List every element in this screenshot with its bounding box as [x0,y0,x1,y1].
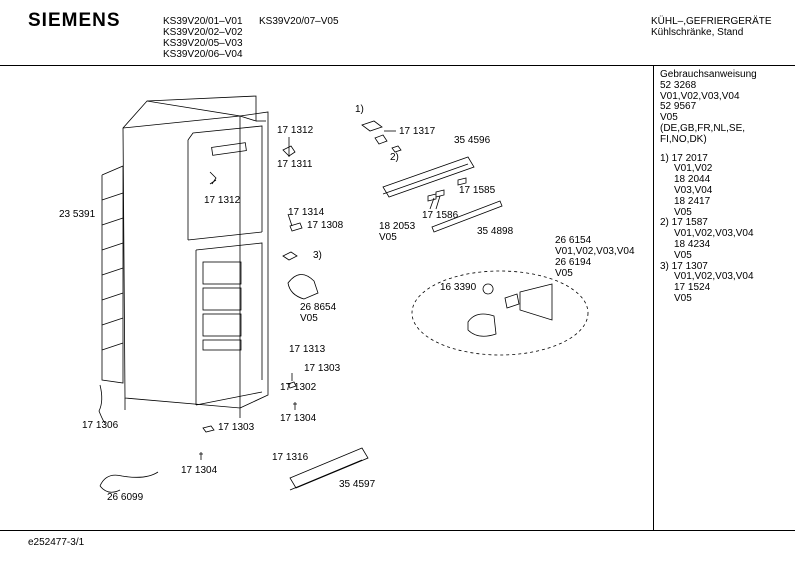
lamp-cover-detail-drawing [467,313,497,337]
part-label: 17 1302 [280,382,317,393]
model-extra: KS39V20/07–V05 [259,16,339,27]
doc-subtitle: Kühlschränke, Stand [651,27,744,38]
part-label: 26 6099 [107,492,144,503]
part-label: 17 1311 [277,159,313,170]
part-label: 18 2053 [379,221,416,232]
part-label: 17 1303 [304,363,341,374]
note-line: 2) 17 1587 [660,217,708,229]
cabinet-drawing [122,95,269,418]
screw-drawing [293,402,297,410]
part-label: 17 1585 [459,185,496,196]
foot-lower-drawing [202,425,215,433]
drain-tube-drawing [98,384,106,424]
part-label: 17 1316 [272,452,309,463]
part-label: 17 1304 [280,413,317,424]
note-line: V05 [674,249,692,261]
note-line: Gebrauchsanweisung [660,69,757,80]
note-line: 18 4234 [674,238,711,250]
lamp-cover-drawing [287,274,319,300]
variant-label: V05 [379,232,397,243]
note-line: V01,V02 [674,163,713,175]
foot-drawing [287,381,297,389]
note-line: 52 3268 [660,79,697,91]
note-line: V03,V04 [674,184,713,196]
part-label: 35 4898 [477,226,514,237]
note-line: (DE,GB,FR,NL,SE, [660,122,746,134]
note-line: 1) 17 2017 [660,152,708,164]
note-line: 3) 17 1307 [660,260,708,272]
note-line: V01,V02,V03,V04 [674,271,754,283]
part-label: 17 1586 [422,210,459,221]
knob-drawing [391,145,402,153]
note-line: FI,NO,DK) [660,133,707,145]
note-line: V05 [660,112,678,124]
document-id: e252477-3/1 [28,537,85,548]
model-4: KS39V20/06–V04 [163,49,243,60]
footer-rule [0,530,795,531]
brand-logo: SIEMENS [28,10,121,31]
note-line: V01,V02,V03,V04 [660,90,740,102]
control-panel-drawing [382,156,475,198]
part-label: 26 6194 [555,257,592,268]
notes-panel: Gebrauchsanweisung 52 3268 V01,V02,V03,V… [660,69,757,305]
lamp-detail-ellipse [411,270,589,356]
part-label: 17 1313 [289,344,326,355]
part-label: 17 1312 [204,195,241,206]
note-line: 17 1524 [674,282,711,294]
part-marker: 3) [313,250,322,261]
part-label: 16 3390 [440,282,477,293]
part-label: 23 5391 [59,209,96,220]
model-list: KS39V20/01–V01 KS39V20/02–V02 KS39V20/05… [163,16,243,60]
part-label: 17 1303 [218,422,255,433]
header-rule [0,65,795,66]
variant-label: V05 [300,313,318,324]
hinge-drawing [209,171,217,185]
part-label: 26 6154 [555,235,592,246]
part-label: 35 4596 [454,135,491,146]
bracket-drawing [289,222,303,232]
thermostat-drawing [361,120,388,145]
part-label: 17 1312 [277,125,314,136]
part-label: 17 1317 [399,126,436,137]
note-line: V01,V02,V03,V04 [674,228,754,240]
variant-label: V01,V02,V03,V04 [555,246,635,257]
part-label: 17 1314 [288,207,325,218]
part-marker: 2) [390,152,399,163]
trim-strip-drawing [431,200,503,233]
part-label: 17 1308 [307,220,344,231]
model-2: KS39V20/02–V02 [163,27,243,38]
lamp-housing-drawing [519,283,553,321]
note-line: V05 [674,292,692,304]
part-label: 35 4597 [339,479,376,490]
bulb-drawing [482,283,494,295]
socket-drawing [504,293,520,309]
switch-drawing [427,177,467,202]
note-line: 18 2044 [674,174,711,186]
note-line: 52 9567 [660,101,697,113]
note-line: V05 [674,206,692,218]
clip-drawing [282,251,298,261]
handle-drawing [289,447,369,489]
part-label: 26 8654 [300,302,337,313]
model-1: KS39V20/01–V01 [163,16,243,27]
hinge-top-drawing [282,145,296,157]
note-line: 18 2417 [674,195,711,207]
part-marker: 1) [355,104,364,115]
notes-divider [653,65,654,530]
part-label: 17 1306 [82,420,119,431]
condenser-drawing [101,165,124,384]
variant-label: V05 [555,268,573,279]
doc-title: KÜHL–,GEFRIERGERÄTE [651,16,772,27]
screw-lower-drawing [199,452,203,460]
power-cord-drawing [99,471,159,493]
part-label: 17 1304 [181,465,218,476]
model-3: KS39V20/05–V03 [163,38,243,49]
